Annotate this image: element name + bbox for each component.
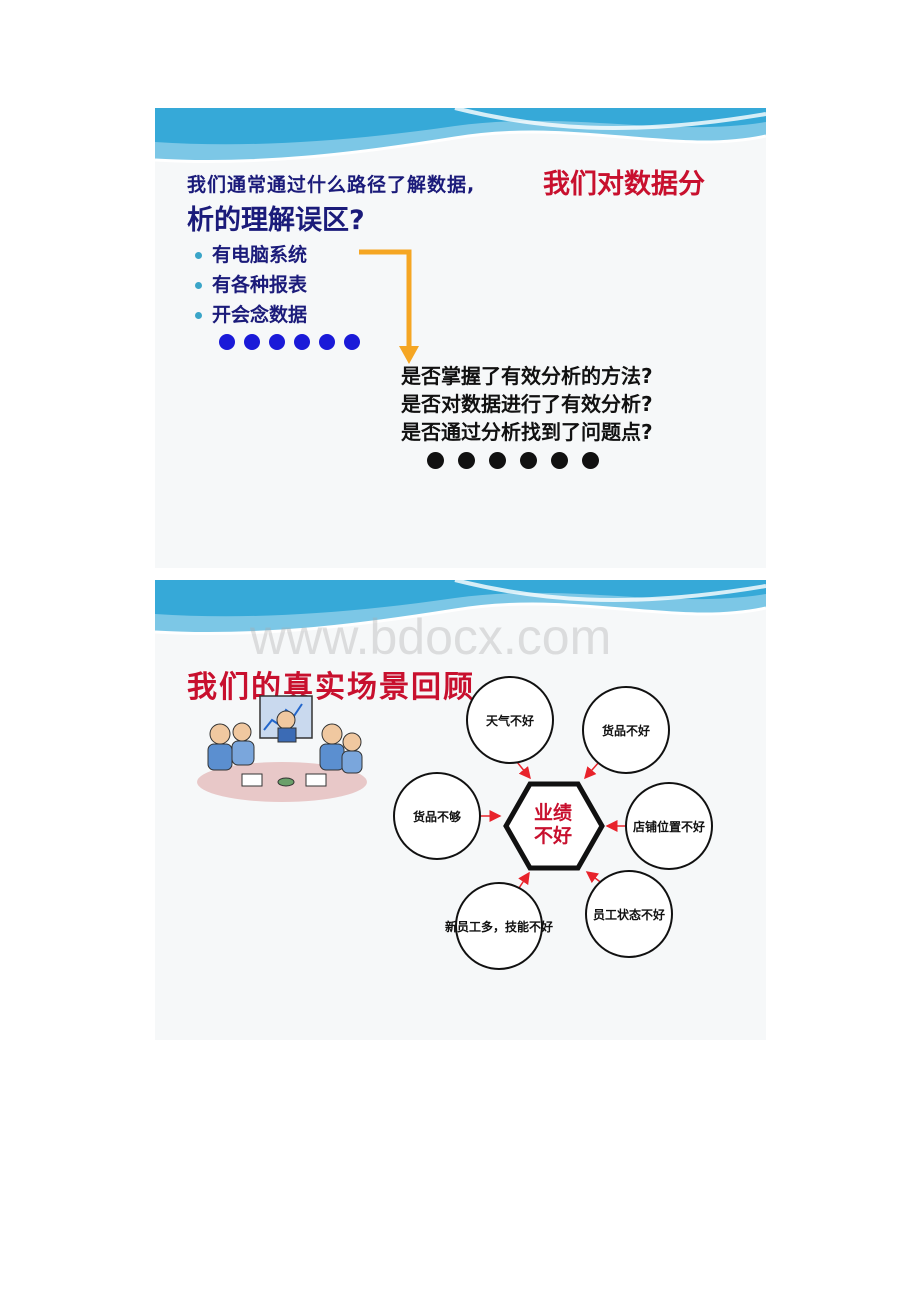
ellipsis-dots-blue [219, 334, 360, 350]
center-label: 业绩 不好 [533, 802, 572, 847]
cause-product-shortage: 货品不够 [393, 772, 481, 860]
business-meeting-illustration [197, 695, 367, 802]
orange-arrow-icon [359, 249, 419, 364]
bullet-dot-icon [195, 311, 202, 319]
bullet-dot-icon [195, 281, 202, 289]
slide-1-title-continuation: 析的理解误区? [187, 205, 365, 236]
bullet-list: 有电脑系统 有各种报表 开会念数据 [195, 240, 307, 330]
slide-1-title-intro: 我们通常通过什么路径了解数据, [187, 174, 476, 196]
cause-staff-state: 员工状态不好 [585, 870, 673, 958]
ellipsis-dots-black [427, 452, 599, 469]
slide-1-title-highlight: 我们对数据分 [543, 169, 705, 200]
bullet-dot-icon [195, 251, 202, 259]
arrow-top-left [516, 761, 531, 780]
question-list: 是否掌握了有效分析的方法? 是否对数据进行了有效分析? 是否通过分析找到了问题点… [401, 362, 653, 446]
question-item: 是否掌握了有效分析的方法? [401, 364, 653, 388]
cause-new-staff: 新员工多，技能不好 [445, 882, 553, 970]
center-hexagon [503, 781, 605, 871]
bullet-item: 有电脑系统 [195, 240, 307, 270]
bullet-item: 有各种报表 [195, 270, 307, 300]
cause-weather: 天气不好 [466, 676, 554, 764]
cause-product-quality: 货品不好 [582, 686, 670, 774]
slide-1: 我们通常通过什么路径了解数据, 我们对数据分 析的理解误区? 有电脑系统 有各种… [155, 108, 766, 568]
bullet-item: 开会念数据 [195, 300, 307, 330]
question-item: 是否通过分析找到了问题点? [401, 420, 653, 444]
cause-store-location: 店铺位置不好 [625, 782, 713, 870]
header-wave-decoration [155, 108, 766, 164]
question-item: 是否对数据进行了有效分析? [401, 392, 653, 416]
cause-diagram [480, 761, 625, 895]
header-wave-decoration [155, 580, 766, 636]
slide-2-title: 我们的真实场景回顾 [187, 670, 475, 705]
slide-2: www.bdocx.com 我们的真实场景回顾 天气不好 货品 [155, 580, 766, 1040]
arrow-top-right [584, 761, 600, 780]
watermark: www.bdocx.com [250, 609, 612, 665]
